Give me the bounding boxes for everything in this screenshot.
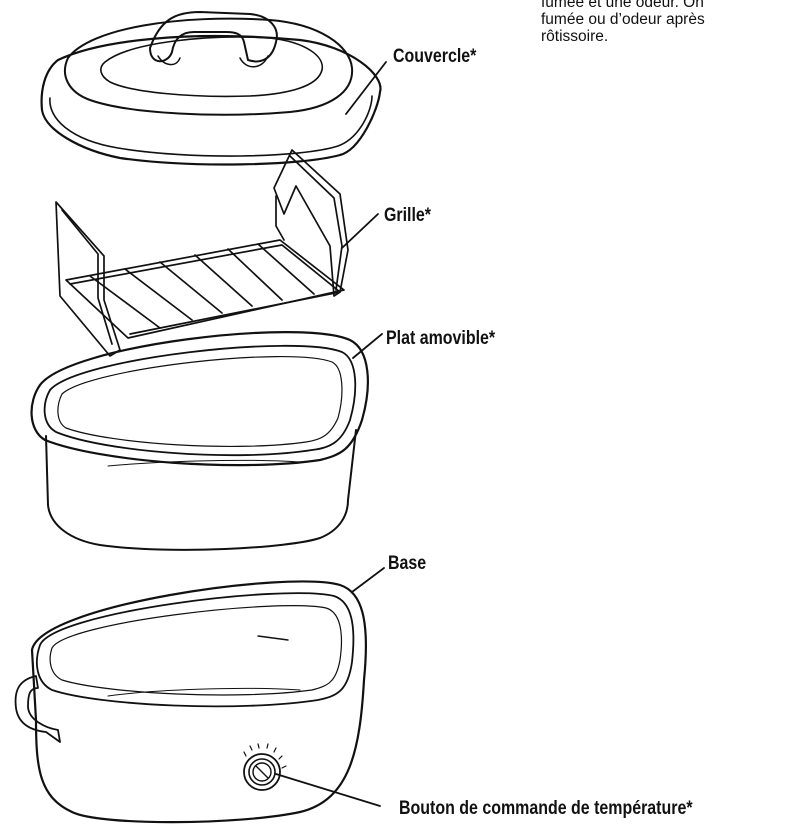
pan-illustration <box>32 332 368 550</box>
notice-line-2: fumée ou d’odeur après <box>541 11 705 28</box>
rack-illustration <box>56 150 348 356</box>
label-lid: Couvercle* <box>393 46 476 68</box>
label-rack: Grille* <box>384 205 431 227</box>
label-pan: Plat amovible* <box>386 328 495 350</box>
partial-notice-text: fumée et une odeur. On fumée ou d’odeur … <box>541 0 705 45</box>
rack-leader-line <box>342 214 378 248</box>
notice-line-3: rôtissoire. <box>541 28 705 45</box>
lid-illustration <box>42 12 381 164</box>
label-base: Base <box>388 553 426 575</box>
notice-line-1: fumée et une odeur. On <box>541 0 705 11</box>
knob-leader-line <box>276 774 380 806</box>
label-knob: Bouton de commande de température* <box>399 798 693 820</box>
base-leader-line <box>352 568 384 592</box>
